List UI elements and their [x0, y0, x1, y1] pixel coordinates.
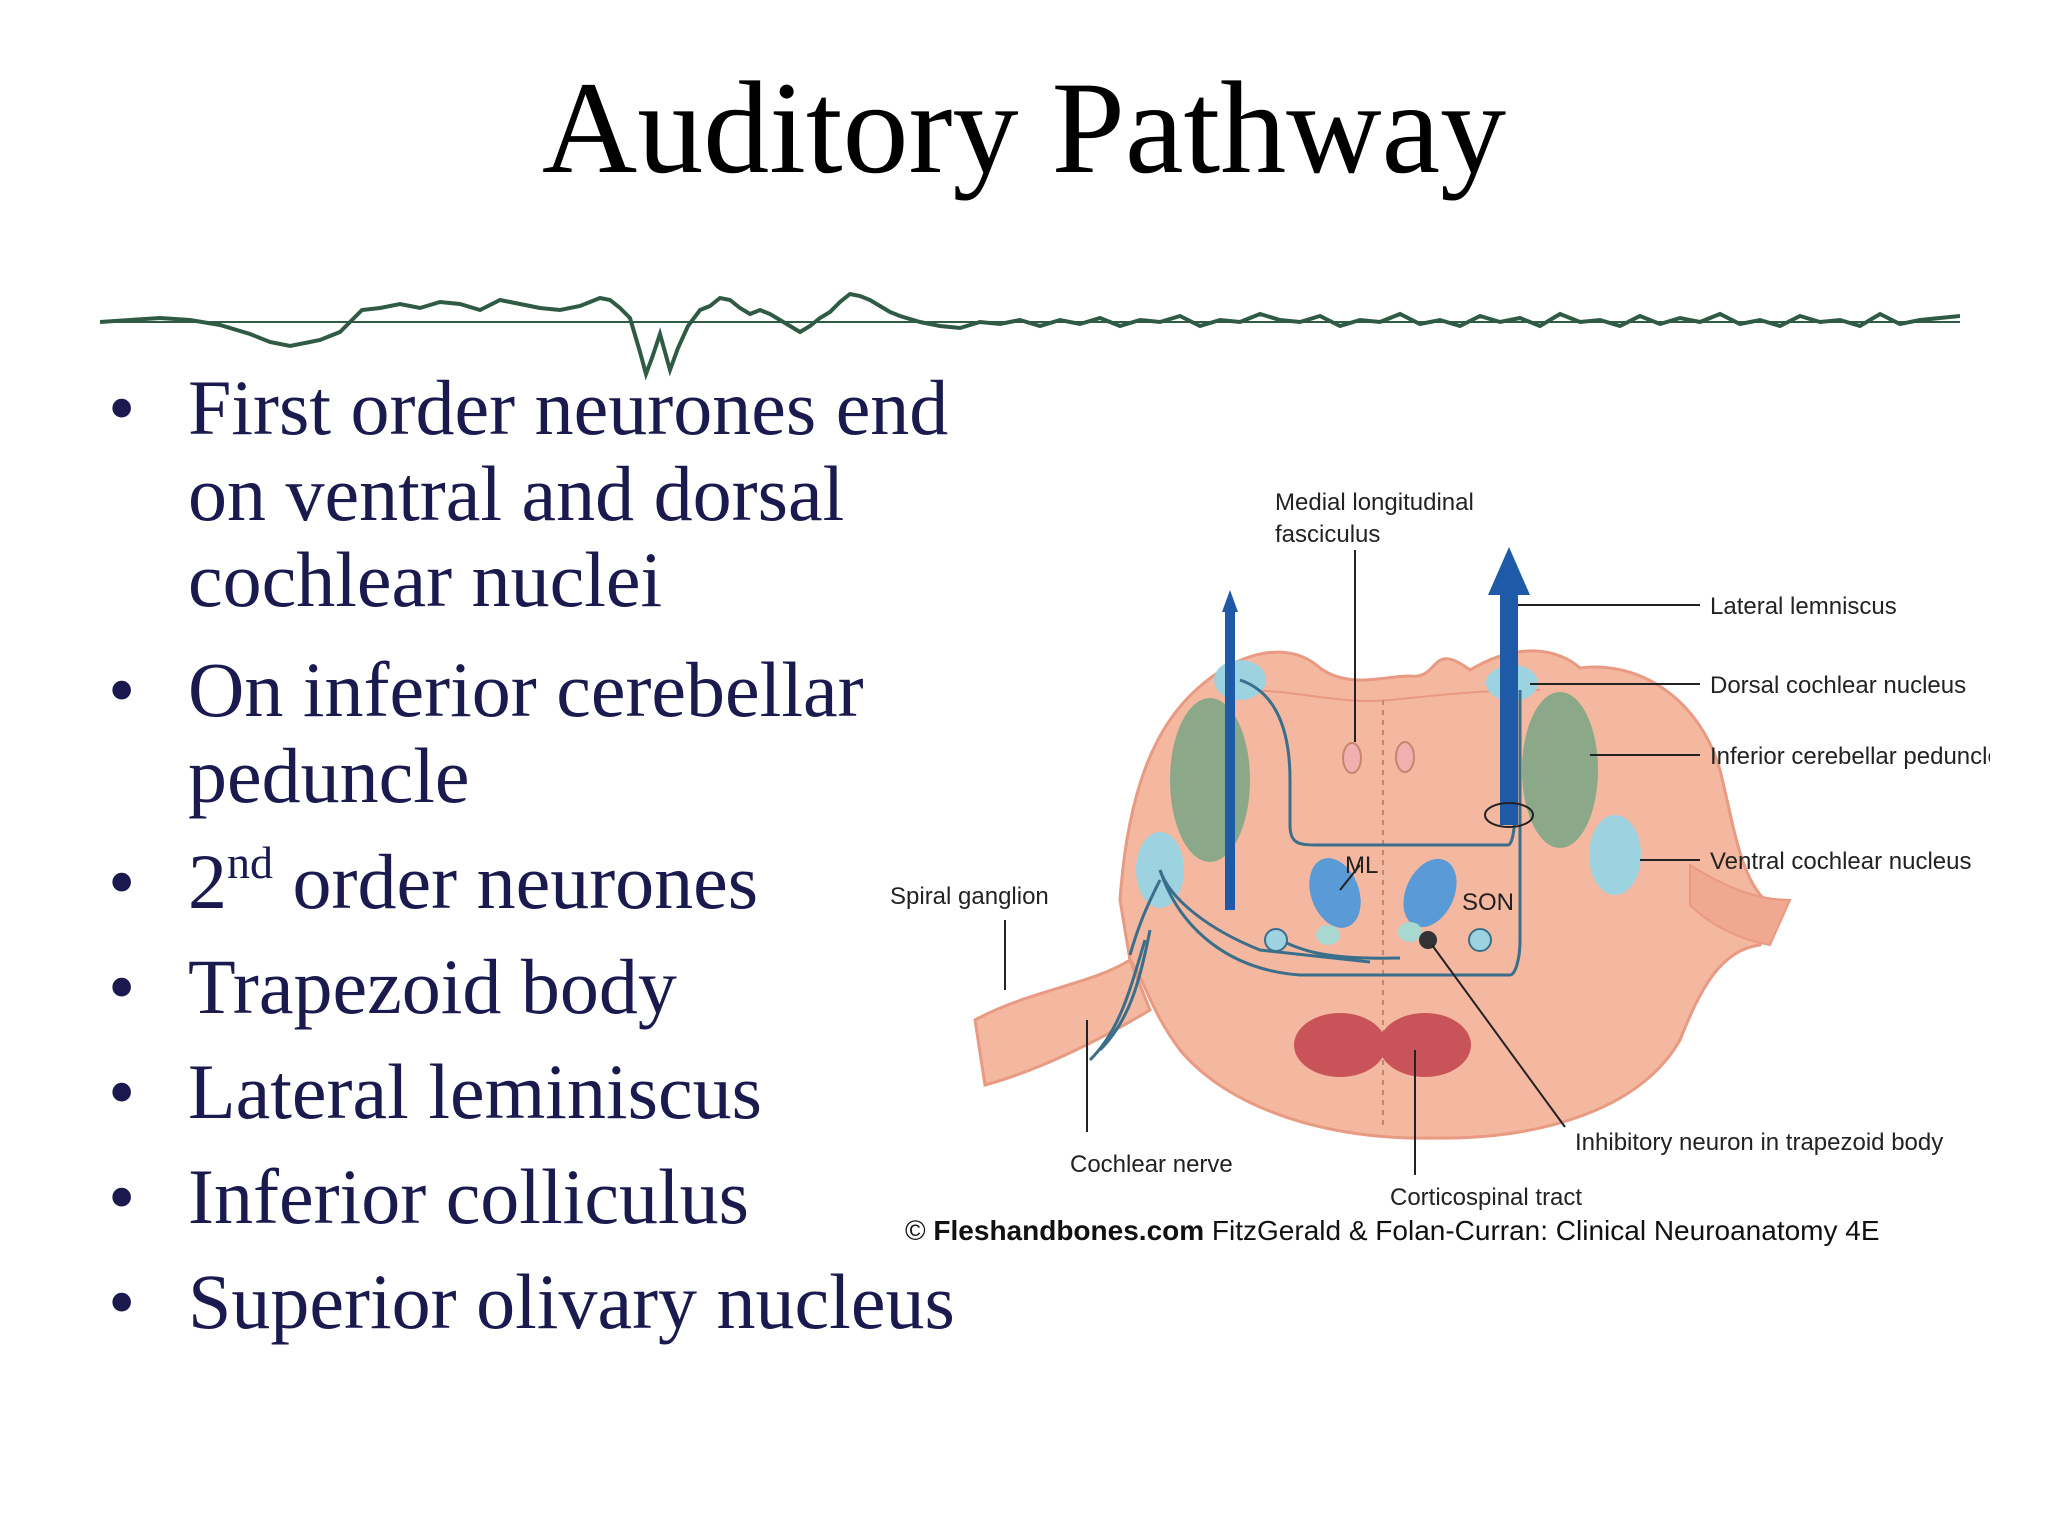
bullet-dot: •: [108, 1153, 136, 1240]
label-ml: ML: [1345, 852, 1378, 879]
credit-source: FitzGerald & Folan-Curran: Clinical Neur…: [1212, 1215, 1880, 1246]
label-mlf-line2: fasciculus: [1275, 521, 1380, 548]
brainstem-diagram: Medial longitudinal fasciculus Lateral l…: [890, 489, 1990, 1246]
son-left-icon: [1264, 928, 1288, 952]
inferior-cerebellar-peduncle-right: [1522, 692, 1598, 848]
medial-lemniscus-left: [1309, 858, 1361, 928]
bullet-text: Inferior colliculus: [188, 1153, 749, 1240]
olive-right: [1398, 922, 1422, 942]
bullet-dot: •: [108, 1048, 136, 1135]
label-lateral-lemniscus: Lateral lemniscus: [1710, 593, 1897, 620]
credit-symbol: ©: [905, 1215, 926, 1246]
bullet-first-order: • First order neurones end on ventral an…: [100, 365, 1000, 623]
mlf-right: [1395, 741, 1415, 773]
bullet-superscript: nd: [227, 837, 273, 888]
slide-title: Auditory Pathway: [541, 54, 1507, 201]
label-corticospinal: Corticospinal tract: [1390, 1184, 1582, 1211]
bullet-dot: •: [108, 943, 136, 1030]
label-ventral-cochlear: Ventral cochlear nucleus: [1710, 848, 1972, 875]
waveform-divider: [100, 291, 1960, 380]
lemniscus-ring: [1484, 802, 1534, 828]
arrow-up-icon: [1222, 590, 1238, 612]
cochlear-nerve-stalk: [973, 957, 1152, 1087]
label-dorsal-cochlear: Dorsal cochlear nucleus: [1710, 672, 1966, 699]
inferior-cerebellar-peduncle-left: [1170, 698, 1250, 862]
lateral-lemniscus-right-shaft: [1500, 590, 1518, 825]
bullet-trapezoid: • Trapezoid body: [100, 944, 1000, 1030]
bullet-dot: •: [108, 1258, 136, 1345]
label-inferior-cerebellar: Inferior cerebellar peduncle: [1710, 743, 1990, 770]
leader-lines: [1004, 550, 1700, 1175]
bullet-dot: •: [108, 364, 136, 451]
label-cochlear-nerve: Cochlear nerve: [1070, 1151, 1233, 1178]
pyramid-right: [1379, 1013, 1471, 1077]
label-mlf-line1: Medial longitudinal: [1275, 489, 1474, 516]
medial-lemniscus-right: [1403, 858, 1457, 928]
bullet-colliculus: • Inferior colliculus: [100, 1154, 1000, 1240]
credit-site: Fleshandbones.com: [933, 1215, 1204, 1246]
bullet-dot: •: [108, 838, 136, 925]
label-inhibitory: Inhibitory neuron in trapezoid body: [1575, 1129, 1943, 1156]
bullet-line: on ventral and dorsal: [188, 450, 845, 537]
label-spiral-ganglion: Spiral ganglion: [890, 883, 1049, 910]
ventral-cochlear-nucleus-right: [1589, 815, 1641, 895]
lateral-lemniscus-left-shaft: [1225, 605, 1235, 910]
bullet-line: peduncle: [188, 732, 470, 819]
bullet-line: First order neurones end: [188, 364, 949, 451]
bullet-line: cochlear nuclei: [188, 536, 663, 623]
bullet-text: Lateral leminiscus: [188, 1048, 762, 1135]
arrow-up-icon: [1488, 547, 1530, 595]
bullet-line: On inferior cerebellar: [188, 646, 864, 733]
bullet-cerebellar: • On inferior cerebellar peduncle: [100, 647, 1000, 819]
pyramid-left: [1294, 1013, 1386, 1077]
bullet-prefix: 2: [188, 838, 227, 925]
bullet-olivary: • Superior olivary nucleus: [100, 1259, 1000, 1345]
credit-line: © Fleshandbones.com FitzGerald & Folan-C…: [905, 1215, 1880, 1246]
pathway-lines: [1088, 678, 1522, 1062]
bullet-text: order neurones: [273, 838, 759, 925]
olive-left: [1316, 925, 1340, 945]
bullet-text: Trapezoid body: [188, 943, 677, 1030]
bullet-second-order: • 2nd order neurones: [100, 839, 1000, 925]
bullet-dot: •: [108, 646, 136, 733]
mlf-left: [1342, 742, 1362, 774]
son-right-icon: [1468, 928, 1492, 952]
bullet-list: • First order neurones end on ventral an…: [100, 365, 1000, 1345]
bullet-text: Superior olivary nucleus: [188, 1258, 955, 1345]
lateral-recess: [1689, 863, 1792, 947]
trapezoid-neuron-icon: [1419, 931, 1437, 949]
label-son: SON: [1462, 889, 1514, 916]
bullet-lemniscus: • Lateral leminiscus: [100, 1049, 1000, 1135]
